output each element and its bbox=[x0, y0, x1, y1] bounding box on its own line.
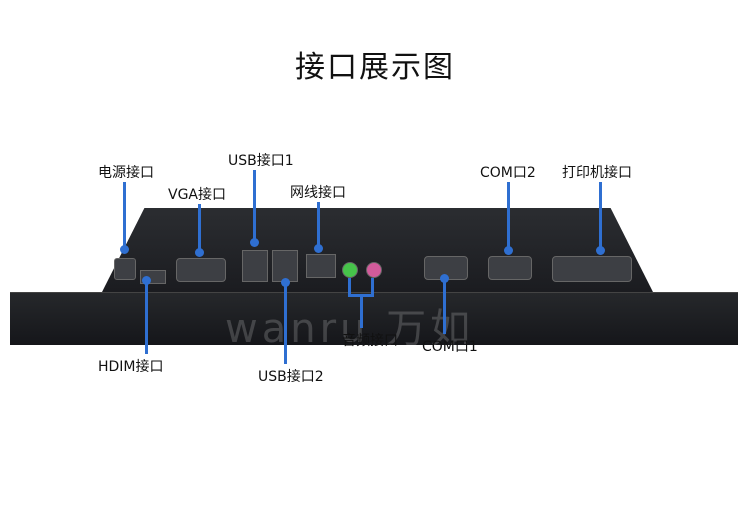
device-back bbox=[100, 208, 655, 296]
usb1-port bbox=[242, 250, 268, 282]
pointer-hdmi-dot bbox=[142, 276, 151, 285]
vga-port bbox=[176, 258, 226, 282]
pointer-power bbox=[123, 182, 126, 248]
com2-port bbox=[488, 256, 532, 280]
label-vga: VGA接口 bbox=[168, 187, 227, 203]
pointer-power-dot bbox=[120, 245, 129, 254]
pointer-audio-right bbox=[371, 278, 374, 296]
pointer-com2 bbox=[507, 182, 510, 250]
device-panel bbox=[10, 292, 738, 345]
label-com2: COM口2 bbox=[480, 165, 536, 181]
pointer-usb1 bbox=[253, 170, 256, 242]
network-port bbox=[306, 254, 336, 278]
label-usb1: USB接口1 bbox=[228, 153, 294, 169]
label-hdmi: HDIM接口 bbox=[98, 359, 164, 375]
page-title: 接口展示图 bbox=[295, 50, 455, 85]
audio-port-pink bbox=[366, 262, 382, 278]
label-power: 电源接口 bbox=[98, 165, 154, 181]
pointer-com1 bbox=[443, 278, 446, 334]
pointer-com1-dot bbox=[440, 274, 449, 283]
pointer-network bbox=[317, 202, 320, 248]
pointer-vga bbox=[198, 204, 201, 252]
pointer-hdmi bbox=[145, 280, 148, 354]
label-audio: 音频接口 bbox=[342, 333, 398, 349]
pointer-printer bbox=[599, 182, 602, 250]
pointer-com2-dot bbox=[504, 246, 513, 255]
pointer-audio-left bbox=[348, 278, 351, 296]
power-port bbox=[114, 258, 136, 280]
pointer-usb2 bbox=[284, 282, 287, 364]
pointer-vga-dot bbox=[195, 248, 204, 257]
label-com1: COM口1 bbox=[422, 339, 478, 355]
label-printer: 打印机接口 bbox=[562, 165, 632, 181]
pointer-usb1-dot bbox=[250, 238, 259, 247]
pointer-usb2-dot bbox=[281, 278, 290, 287]
label-usb2: USB接口2 bbox=[258, 369, 324, 385]
audio-port-green bbox=[342, 262, 358, 278]
pointer-printer-dot bbox=[596, 246, 605, 255]
pointer-network-dot bbox=[314, 244, 323, 253]
watermark: wanru 万如 bbox=[225, 306, 475, 352]
label-network: 网线接口 bbox=[290, 185, 346, 201]
printer-port bbox=[552, 256, 632, 282]
usb2-port bbox=[272, 250, 298, 282]
pointer-audio bbox=[360, 294, 363, 328]
